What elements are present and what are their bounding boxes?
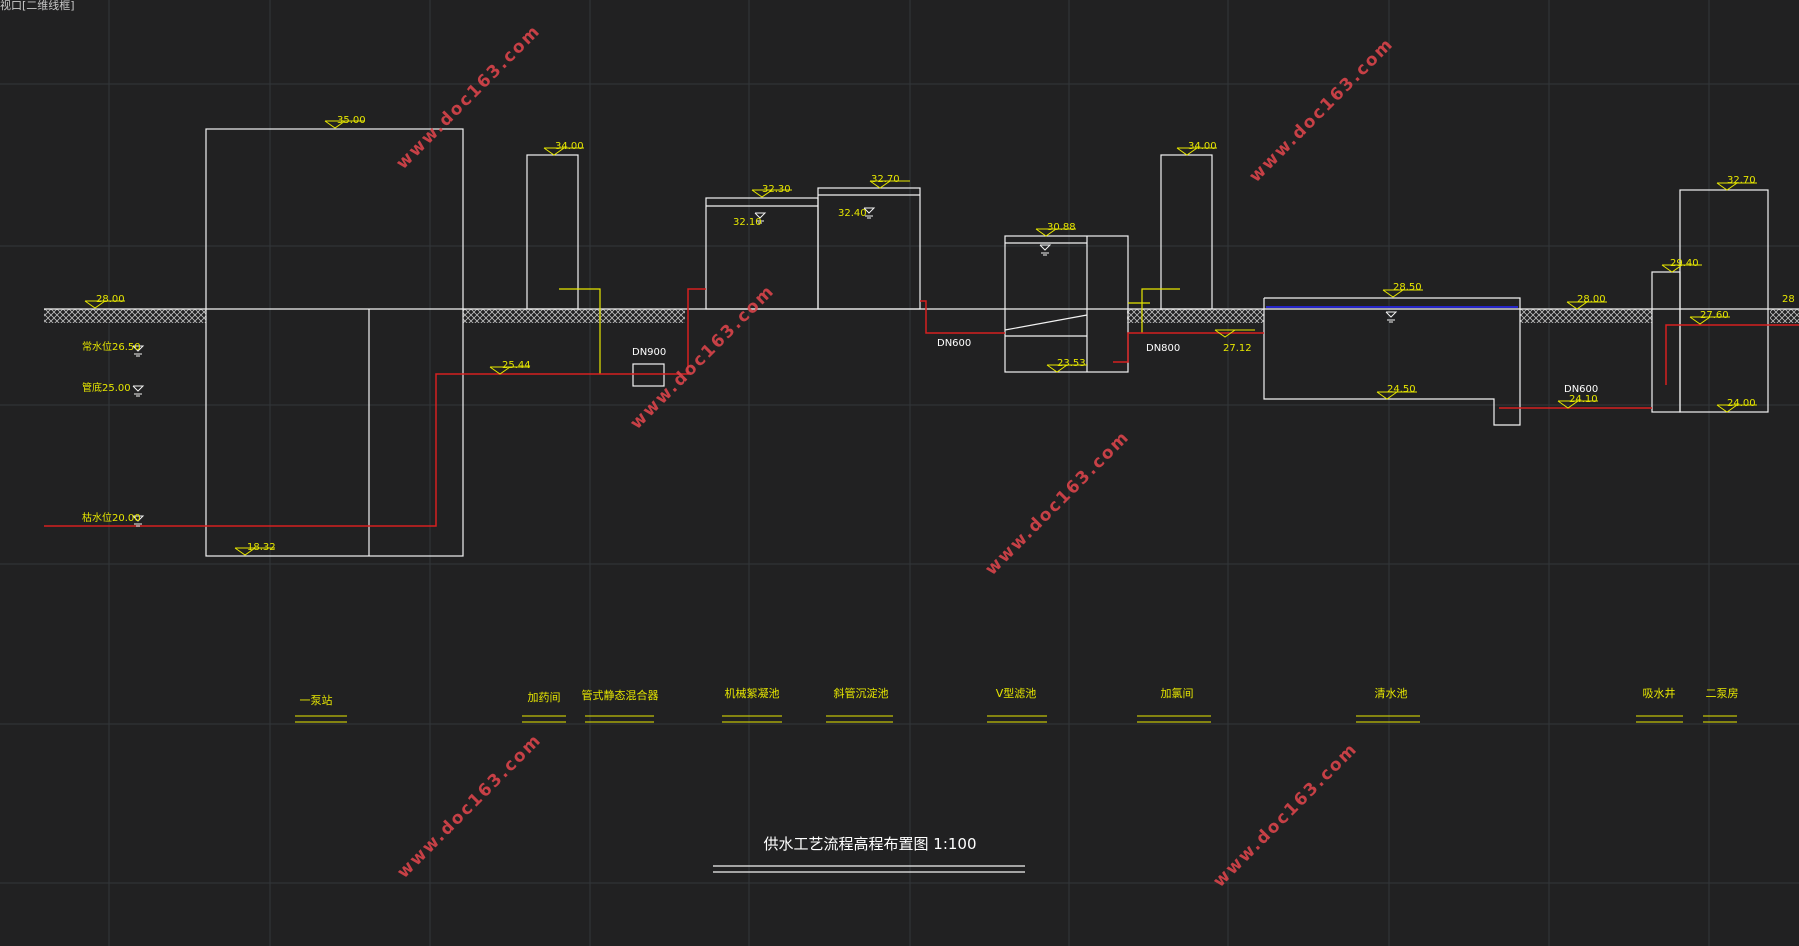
pipe-label-dn600-b: DN600 <box>1564 384 1598 395</box>
elev-pipe-level: 25.44 <box>502 360 531 371</box>
elev-suction-top: 29.40 <box>1670 258 1699 269</box>
elev-pump2-top: 32.70 <box>1727 175 1756 186</box>
water-level-symbol <box>1385 311 1398 318</box>
pipe-label-dn600-a: DN600 <box>937 338 971 349</box>
sedimentation-tank <box>817 187 921 310</box>
elev-pump2-bottom: 24.00 <box>1727 398 1756 409</box>
elev-clear-water: 28.50 <box>1393 282 1422 293</box>
elev-ground-left: 28.00 <box>96 294 125 305</box>
unit-label: 吸水井 <box>1643 686 1676 700</box>
water-level-symbol <box>754 212 767 219</box>
elev-ground-right: 28.00 <box>1577 294 1606 305</box>
elev-clear-bottom: 24.50 <box>1387 384 1416 395</box>
unit-labels: 一泵站 加药间 管式静态混合器 机械絮凝池 斜管沉淀池 V型滤池 加氯间 清水池… <box>300 686 1739 707</box>
unit-label: 加氯间 <box>1161 686 1194 700</box>
elev-floc-water: 32.10 <box>733 217 762 228</box>
elev-pump2-mid: 27.60 <box>1700 310 1729 321</box>
water-level-symbol <box>863 207 876 214</box>
water-level-symbol <box>132 345 145 352</box>
elev-sed-water: 32.40 <box>838 208 867 219</box>
v-filter <box>1004 235 1129 373</box>
elev-pipe-out: 24.10 <box>1569 394 1598 405</box>
watermark: www.doc163.com <box>981 427 1134 580</box>
water-level-symbol <box>1039 244 1052 251</box>
unit-label: 清水池 <box>1375 687 1408 700</box>
clear-water-tank <box>1263 297 1521 426</box>
pipe-label-dn800: DN800 <box>1146 343 1180 354</box>
drawing-title: 供水工艺流程高程布置图 1:100 <box>764 835 977 853</box>
elev-sed-top: 32.70 <box>871 174 900 185</box>
side-levels: 常水位26.50 管底25.00 枯水位20.00 <box>82 340 141 524</box>
pipe-bottom-level: 管底25.00 <box>82 381 131 394</box>
elev-chlor-top: 34.00 <box>1188 141 1217 152</box>
process-pipes <box>44 288 1799 527</box>
watermark: www.doc163.com <box>1245 34 1398 187</box>
unit-underlines <box>295 715 1737 723</box>
mixer-box <box>632 363 665 387</box>
elev-vfilter-bottom: 23.53 <box>1057 358 1086 369</box>
watermark: www.doc163.com <box>392 21 545 174</box>
water-level-symbols <box>132 207 1398 527</box>
elev-chlor-pipe: 27.12 <box>1223 343 1252 354</box>
unit-label: V型滤池 <box>996 686 1037 700</box>
pump-station-2 <box>1679 189 1769 413</box>
water-level-symbol <box>132 385 145 392</box>
unit-label: 斜管沉淀池 <box>834 686 889 700</box>
ground-hatch <box>44 309 1799 323</box>
watermarks: www.doc163.com www.doc163.com www.doc163… <box>392 21 1398 892</box>
water-level-symbol <box>132 515 145 522</box>
low-water-level: 枯水位20.00 <box>82 511 141 524</box>
elev-dosing-top: 34.00 <box>555 141 584 152</box>
dosing-room <box>526 154 579 310</box>
normal-water-level: 常水位26.50 <box>82 340 141 353</box>
elev-floc-top: 32.30 <box>762 184 791 195</box>
elevation-labels: 28.00 35.00 18.32 34.00 25.44 32.30 32.1… <box>96 115 1795 553</box>
dosing-lines <box>559 288 1180 374</box>
elev-edge: 28 <box>1782 294 1795 305</box>
elev-vfilter-top: 30.88 <box>1047 222 1076 233</box>
unit-label: 管式静态混合器 <box>582 688 659 702</box>
chlorination-room <box>1160 154 1213 310</box>
unit-label: 加药间 <box>528 691 561 704</box>
viewport-label[interactable]: 视口[二维线框] <box>0 0 75 12</box>
elev-pump1-top: 35.00 <box>337 115 366 126</box>
watermark: www.doc163.com <box>393 730 546 883</box>
elevation-markers <box>84 120 1757 556</box>
structures <box>44 128 1799 873</box>
unit-label: 机械絮凝池 <box>725 686 780 700</box>
elev-pump1-bottom: 18.32 <box>247 542 276 553</box>
pipe-label-dn900: DN900 <box>632 347 666 358</box>
pump-station-1 <box>205 128 464 557</box>
unit-label: 二泵房 <box>1706 687 1739 700</box>
pipe-labels: DN900 DN600 DN800 DN600 <box>632 338 1598 395</box>
unit-label: 一泵站 <box>300 693 333 707</box>
watermark: www.doc163.com <box>1209 739 1362 892</box>
